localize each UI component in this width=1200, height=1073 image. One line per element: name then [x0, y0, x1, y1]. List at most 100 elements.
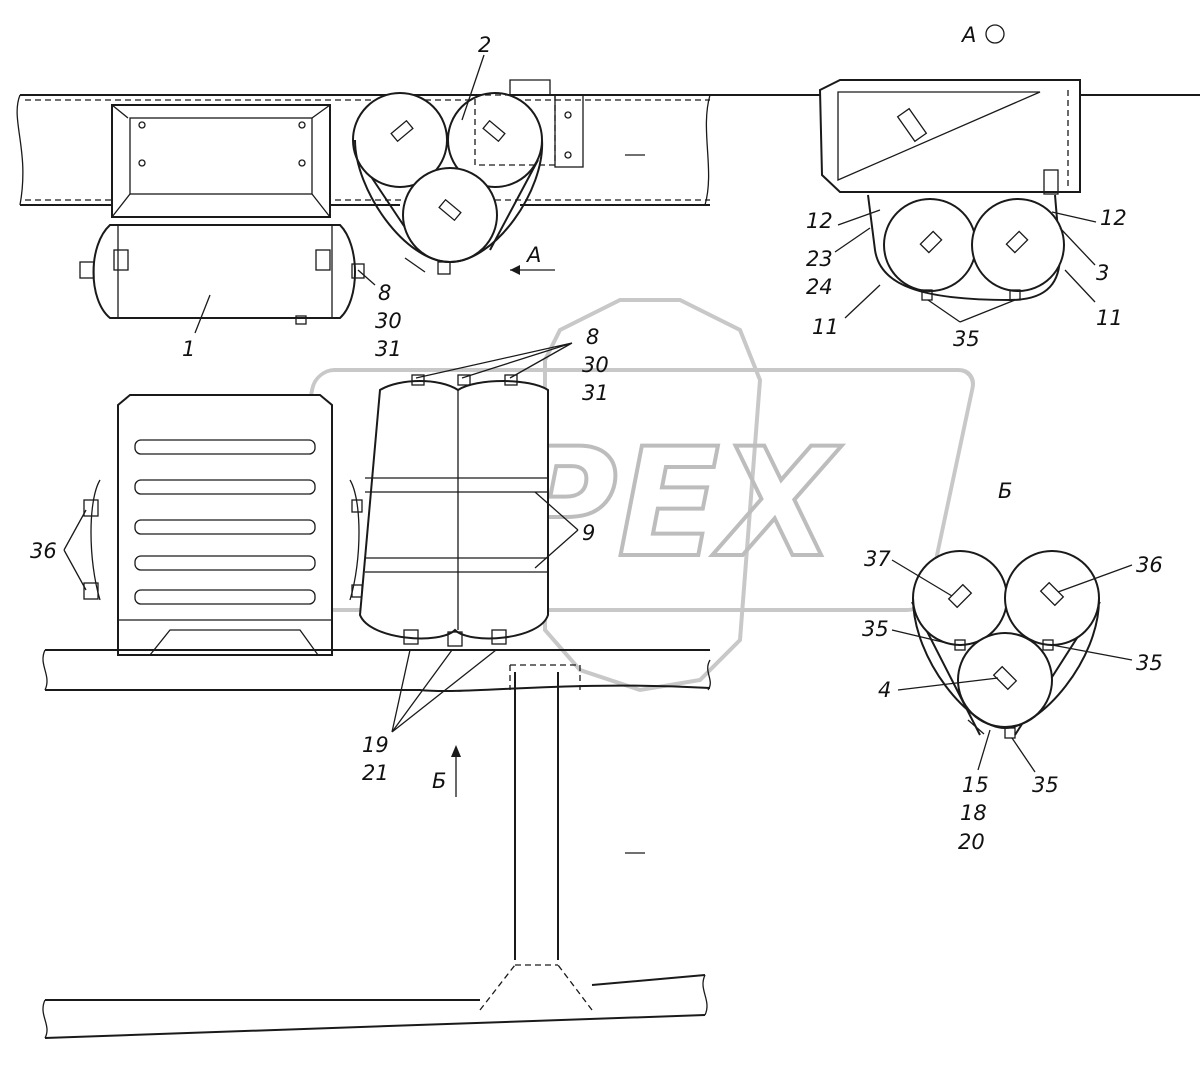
- mount-plate: [554, 94, 584, 168]
- bracket-inner: [129, 117, 313, 195]
- drain-pipe: [404, 257, 426, 273]
- fitting: [438, 198, 462, 222]
- receiver-straps: [365, 477, 548, 573]
- bolt: [298, 121, 306, 129]
- box-rib: [134, 519, 316, 535]
- callout-a-11-left: 11: [812, 315, 839, 339]
- view-b-arrow-label: Б: [432, 769, 446, 793]
- leader-35-left: [891, 629, 956, 646]
- leader-36: [63, 509, 87, 591]
- air-receivers-vertical: [358, 380, 549, 640]
- leader-23-24: [834, 227, 871, 253]
- leader-11-left: [844, 284, 881, 319]
- bolt: [298, 159, 306, 167]
- view-b: Б 37 36 35 35 4 35 15 18 20: [862, 479, 1163, 854]
- leader-4: [897, 677, 999, 691]
- bracket-corners: [111, 104, 331, 218]
- air-receiver-2c: [402, 167, 498, 263]
- leader-12-right: [1051, 211, 1097, 223]
- leader-12-left: [837, 209, 881, 226]
- callout-8: 8: [378, 281, 391, 305]
- fitting: [504, 374, 518, 386]
- callout-b-37: 37: [864, 547, 891, 571]
- bolt: [138, 121, 146, 129]
- fitting: [351, 499, 363, 513]
- callout-b-35-left: 35: [862, 617, 889, 641]
- callout-2: 2: [478, 33, 491, 57]
- callout-a-24: 24: [806, 275, 833, 299]
- view-b-arrowhead: [451, 745, 461, 757]
- fitting: [83, 582, 99, 600]
- fitting: [390, 119, 414, 143]
- box-rib: [134, 439, 316, 455]
- cross-member: [514, 672, 559, 960]
- callout-a-12-right: 12: [1100, 206, 1127, 230]
- receiver-1-seams: [117, 225, 333, 318]
- callout-a-12-left: 12: [806, 209, 833, 233]
- fitting: [1039, 581, 1065, 607]
- leader-37: [891, 559, 953, 597]
- callout-31-mid: 31: [582, 381, 609, 405]
- callout-30-mid: 30: [582, 353, 609, 377]
- cross-member-gusset-hidden: [509, 664, 581, 690]
- leader-19-21: [391, 649, 497, 733]
- box-rib: [134, 479, 316, 495]
- callout-31: 31: [375, 337, 402, 361]
- callout-a-11-right: 11: [1096, 306, 1123, 330]
- air-receiver-b-right: [1004, 550, 1100, 646]
- drain-valve: [447, 631, 463, 647]
- receiver-1-drain: [295, 315, 307, 325]
- top-view: А 1 2 8 30 31: [16, 33, 1200, 361]
- battery-box: [117, 394, 333, 656]
- frame-rail-break-left: [16, 94, 24, 206]
- cross-member-gusset-bottom: [479, 964, 593, 1011]
- bottom-rail-top: [45, 974, 706, 1001]
- drain-valve: [1004, 727, 1016, 739]
- callout-b-15: 15: [962, 773, 989, 797]
- leader-8-30-31-mid: [415, 342, 573, 379]
- leader-11-right: [1064, 269, 1096, 303]
- air-receiver-a-left: [883, 198, 977, 292]
- view-a-rotation-mark: [985, 24, 1005, 44]
- fitting: [482, 119, 506, 143]
- bottom-rail-bottom: [44, 1014, 706, 1039]
- drain-valve: [491, 629, 507, 645]
- view-a: А 12 12 23 24 3 11 11 35: [806, 23, 1127, 351]
- bolt: [564, 151, 572, 159]
- fitting: [992, 665, 1018, 691]
- leader-35: [927, 299, 1016, 323]
- drain-valve: [403, 629, 419, 645]
- leader-3: [1059, 227, 1096, 266]
- bottom-rail-break: [42, 999, 48, 1039]
- view-a-arrow-label: А: [525, 243, 541, 267]
- air-receiver-1: [92, 224, 356, 319]
- front-view: Б 8 30 31 9 36 19 21: [30, 325, 711, 1039]
- fitting: [947, 583, 973, 609]
- callout-a-3: 3: [1096, 261, 1109, 285]
- lower-rail-bottom: [45, 684, 711, 693]
- lower-rail-break-left: [42, 649, 48, 691]
- callout-36-left: 36: [30, 539, 57, 563]
- receiver-1-fitting: [79, 261, 95, 279]
- battery-box-side: [818, 79, 1081, 193]
- leader-2: [461, 54, 485, 121]
- drain-valve: [437, 261, 451, 275]
- lower-rail-break-right: [707, 659, 711, 691]
- box-base: [118, 619, 332, 656]
- fitting: [919, 230, 943, 254]
- callout-b-20: 20: [958, 830, 985, 854]
- battery-box-rib: [837, 91, 1041, 181]
- box-bracket: [1043, 169, 1059, 195]
- leader-36-b: [1057, 564, 1133, 593]
- callout-b-18: 18: [960, 801, 987, 825]
- callout-b-36: 36: [1136, 553, 1163, 577]
- drain-pipe: [967, 719, 985, 735]
- bolt: [564, 111, 572, 119]
- drain-valve: [921, 289, 933, 301]
- callout-a-35: 35: [953, 327, 980, 351]
- air-receiver-b-left: [912, 550, 1008, 646]
- view-a-arrowhead: [510, 265, 520, 275]
- callout-a-23: 23: [806, 247, 833, 271]
- fitting: [457, 374, 471, 386]
